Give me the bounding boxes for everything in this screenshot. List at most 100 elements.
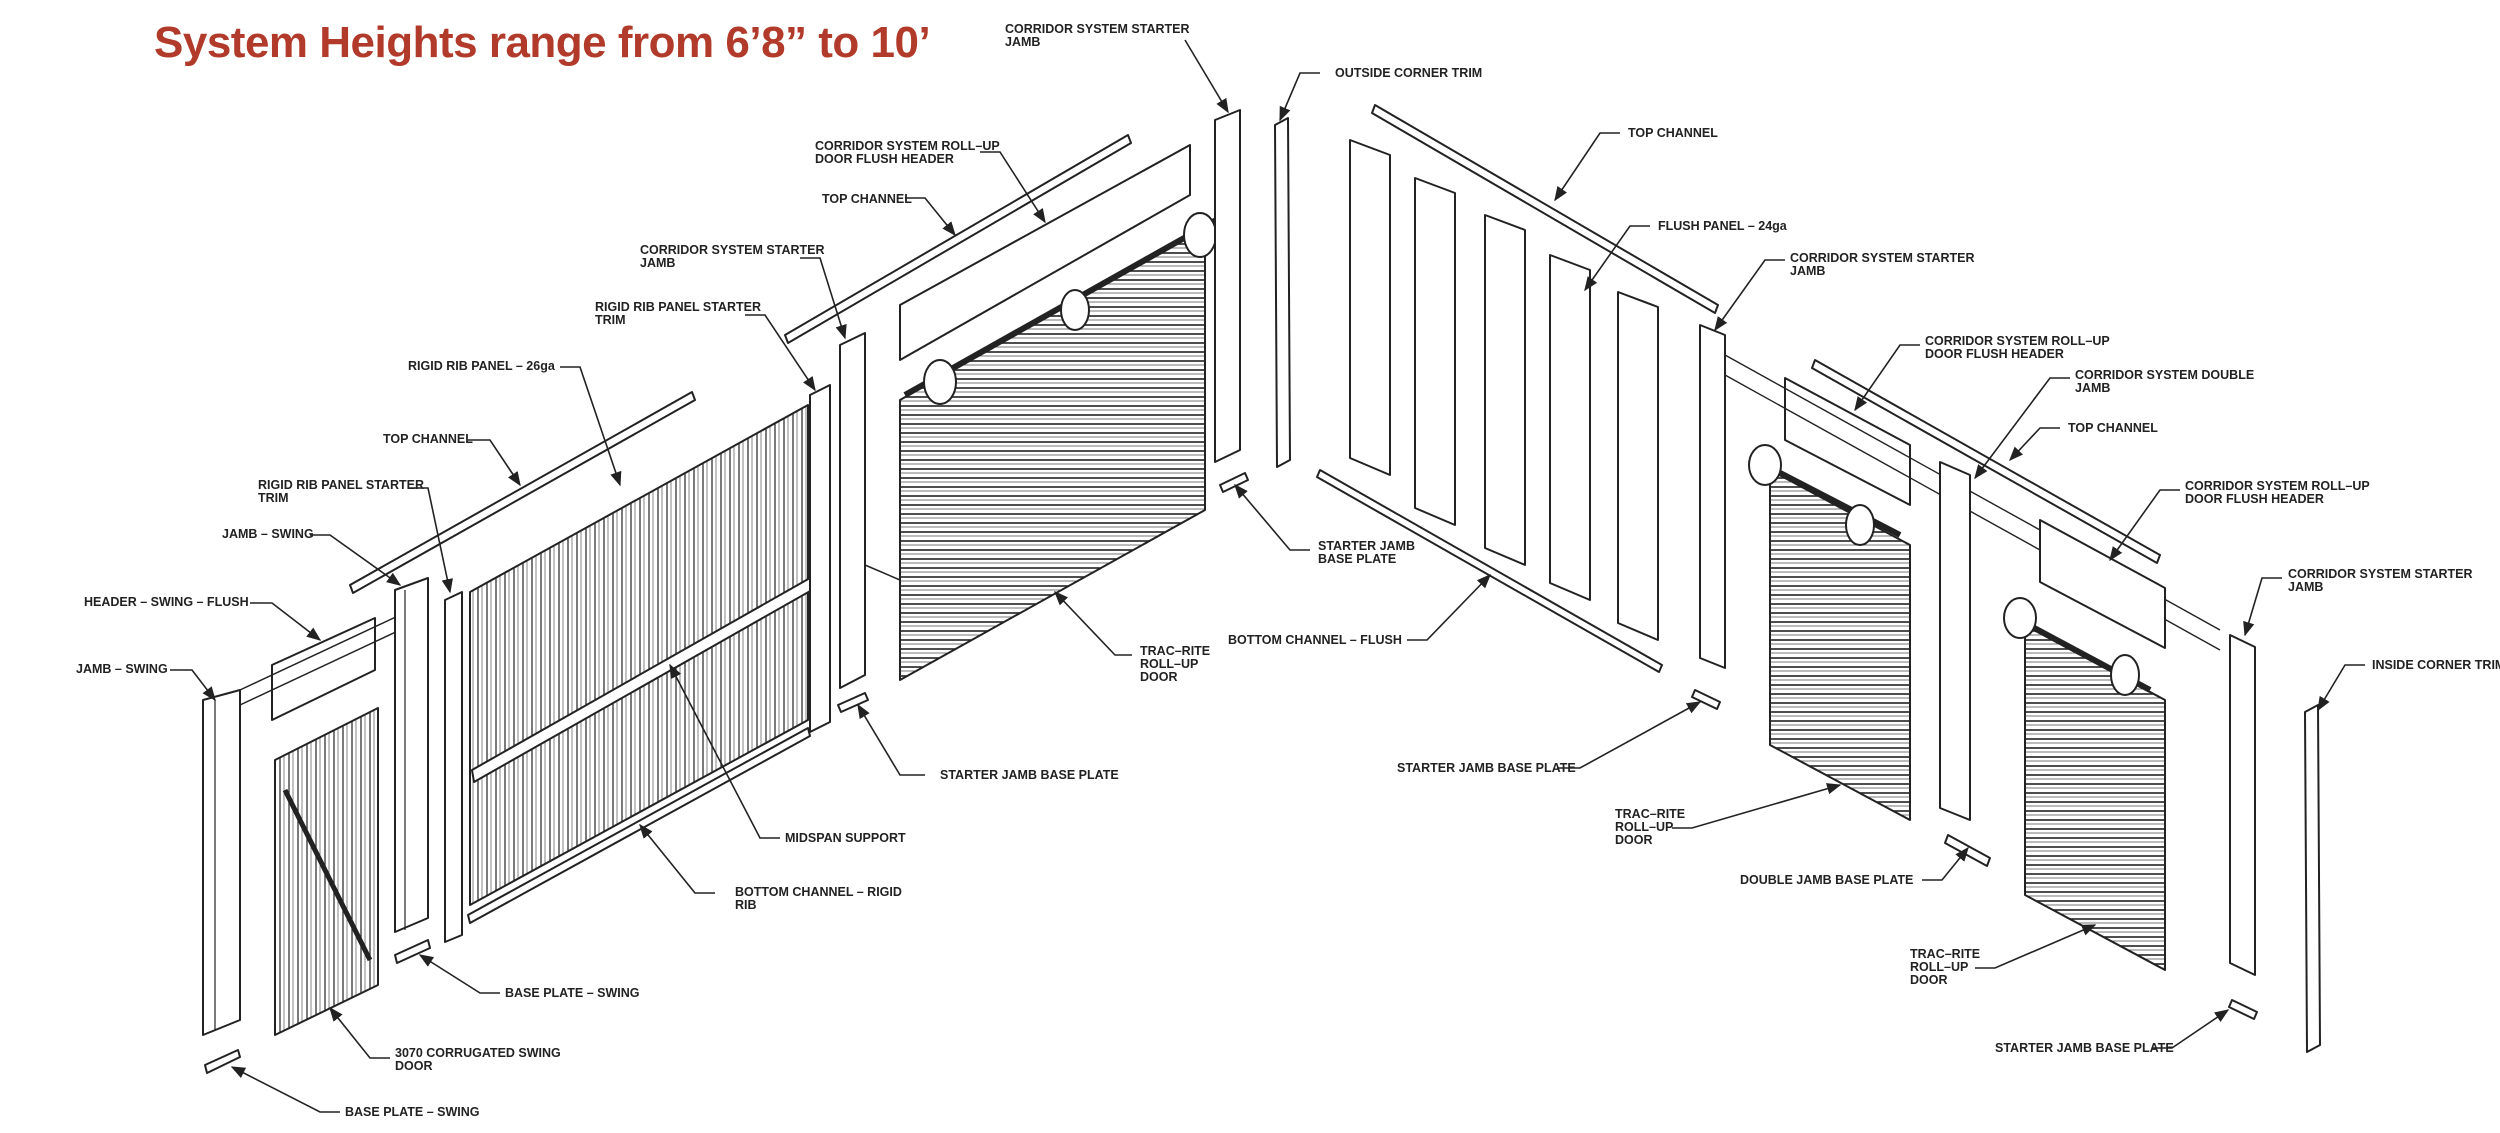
callout-base-plate-swing-2: BASE PLATE – SWING [345, 1105, 480, 1119]
callout-line: JAMB – SWING [222, 527, 314, 541]
callout-line: RIGID RIB PANEL STARTER [595, 300, 761, 314]
callout-line: JAMB [1790, 264, 1825, 278]
callout-line: DOOR [1140, 670, 1178, 684]
callout-line: BASE PLATE – SWING [345, 1105, 480, 1119]
corridor-starter-jamb-flush [1699, 324, 1726, 669]
bottom-channel-rigid-part [467, 727, 811, 924]
callout-line: TOP CHANNEL [383, 432, 473, 446]
flush-panel-wall [1316, 104, 1726, 710]
diagram-title: System Heights range from 6’8” to 10’ [154, 18, 931, 67]
flush-panel-1 [1349, 139, 1391, 476]
callout-line: JAMB [2075, 381, 2110, 395]
rigid-rib-starter-trim-left [444, 591, 463, 943]
callout-line: OUTSIDE CORNER TRIM [1335, 66, 1482, 80]
callout-line: ROLL–UP [1615, 820, 1673, 834]
top-channel-rigid [349, 391, 696, 594]
callout-line: TRAC–RITE [1910, 947, 1980, 961]
corridor-double-jamb-part [1939, 461, 1971, 821]
callout-line: 3070 CORRUGATED SWING [395, 1046, 561, 1060]
rigid-rib-panel-part [469, 404, 809, 906]
rollup-doors-right [1724, 354, 2321, 1053]
rollup-header-right-2 [2039, 519, 2166, 649]
callout-line: CORRIDOR SYSTEM ROLL–UP [1925, 334, 2110, 348]
header-swing-flush-part [271, 617, 376, 721]
corridor-starter-jamb-far-part [2229, 634, 2256, 976]
callout-line: DOOR [1615, 833, 1653, 847]
callout-line: JAMB [1005, 35, 1040, 49]
callout-line: DOUBLE JAMB BASE PLATE [1740, 873, 1913, 887]
flush-panel-2 [1414, 177, 1456, 526]
inside-corner-trim-part [2304, 704, 2321, 1053]
starter-jamb-base-plate-flush [1691, 689, 1721, 710]
rollup-header-right-1 [1784, 377, 1911, 506]
callout-flush-panel: FLUSH PANEL – 24ga [1658, 219, 1788, 233]
callout-line: DOOR FLUSH HEADER [2185, 492, 2324, 506]
base-plate-swing-right [394, 939, 431, 964]
callout-line: TRIM [595, 313, 626, 327]
callout-line: DOOR [395, 1059, 433, 1073]
flush-panel-5 [1617, 291, 1659, 641]
rollup-drum-end-1 [923, 359, 957, 405]
callout-line: CORRIDOR SYSTEM DOUBLE [2075, 368, 2254, 382]
starter-jamb-base-plate-far [2228, 999, 2258, 1020]
callout-bottom-channel-flush: BOTTOM CHANNEL – FLUSH [1228, 633, 1402, 647]
rollup-door-curtain-right-2 [2024, 624, 2166, 971]
callout-jamb-swing-1: JAMB – SWING [222, 527, 314, 541]
callout-line: INSIDE CORNER TRIM [2372, 658, 2500, 672]
callout-line: DOOR FLUSH HEADER [815, 152, 954, 166]
rollup-door-center [784, 109, 1291, 689]
callout-line: BOTTOM CHANNEL – RIGID [735, 885, 902, 899]
callout-line: FLUSH PANEL – 24ga [1658, 219, 1788, 233]
callout-line: TOP CHANNEL [1628, 126, 1718, 140]
rollup-drum-end-2 [1060, 289, 1090, 331]
rollup-drum-end-4 [1748, 444, 1782, 486]
callout-line: JAMB [640, 256, 675, 270]
starter-jamb-base-plate-rigid [837, 692, 869, 713]
callout-line: STARTER JAMB BASE PLATE [940, 768, 1119, 782]
callout-outside-corner-trim: OUTSIDE CORNER TRIM [1335, 66, 1482, 80]
callout-top-channel-4: TOP CHANNEL [2068, 421, 2158, 435]
flush-panel-3 [1484, 214, 1526, 566]
callout-starter-jamb-base-plate-2: STARTER JAMB BASE PLATE [1397, 761, 1576, 775]
callout-jamb-swing-2: JAMB – SWING [76, 662, 168, 676]
rollup-drum-end-7 [2110, 654, 2140, 696]
callout-line: TRAC–RITE [1615, 807, 1685, 821]
callout-base-plate-swing-1: BASE PLATE – SWING [505, 986, 640, 1000]
callout-line: STARTER JAMB BASE PLATE [1397, 761, 1576, 775]
callout-line: TRIM [258, 491, 289, 505]
callout-line: CORRIDOR SYSTEM STARTER [640, 243, 825, 257]
rollup-drum-end-3 [1183, 212, 1217, 258]
callout-top-channel-2: TOP CHANNEL [383, 432, 473, 446]
callout-midspan-support: MIDSPAN SUPPORT [785, 831, 906, 845]
rollup-drum-end-6 [2003, 597, 2037, 639]
double-jamb-base-plate-part [1944, 834, 1991, 867]
callout-line: ROLL–UP [1140, 657, 1198, 671]
callout-starter-jamb-base-plate-4: STARTER JAMB BASE PLATE [1995, 1041, 2174, 1055]
callout-line: JAMB [2288, 580, 2323, 594]
corridor-starter-jamb-center-right [1214, 109, 1241, 463]
jamb-swing-left [202, 689, 241, 1036]
callout-double-jamb-base-plate: DOUBLE JAMB BASE PLATE [1740, 873, 1913, 887]
callout-line: MIDSPAN SUPPORT [785, 831, 906, 845]
callout-top-channel-3: TOP CHANNEL [1628, 126, 1718, 140]
top-channel-flush [1371, 104, 1719, 314]
bottom-channel-flush-part [1316, 469, 1663, 673]
callout-line: RIGID RIB PANEL STARTER [258, 478, 424, 492]
callout-rigid-rib-panel: RIGID RIB PANEL – 26ga [408, 359, 556, 373]
outside-corner-trim-part [1274, 117, 1291, 468]
callout-top-channel-1: TOP CHANNEL [822, 192, 912, 206]
callout-line: ROLL–UP [1910, 960, 1968, 974]
